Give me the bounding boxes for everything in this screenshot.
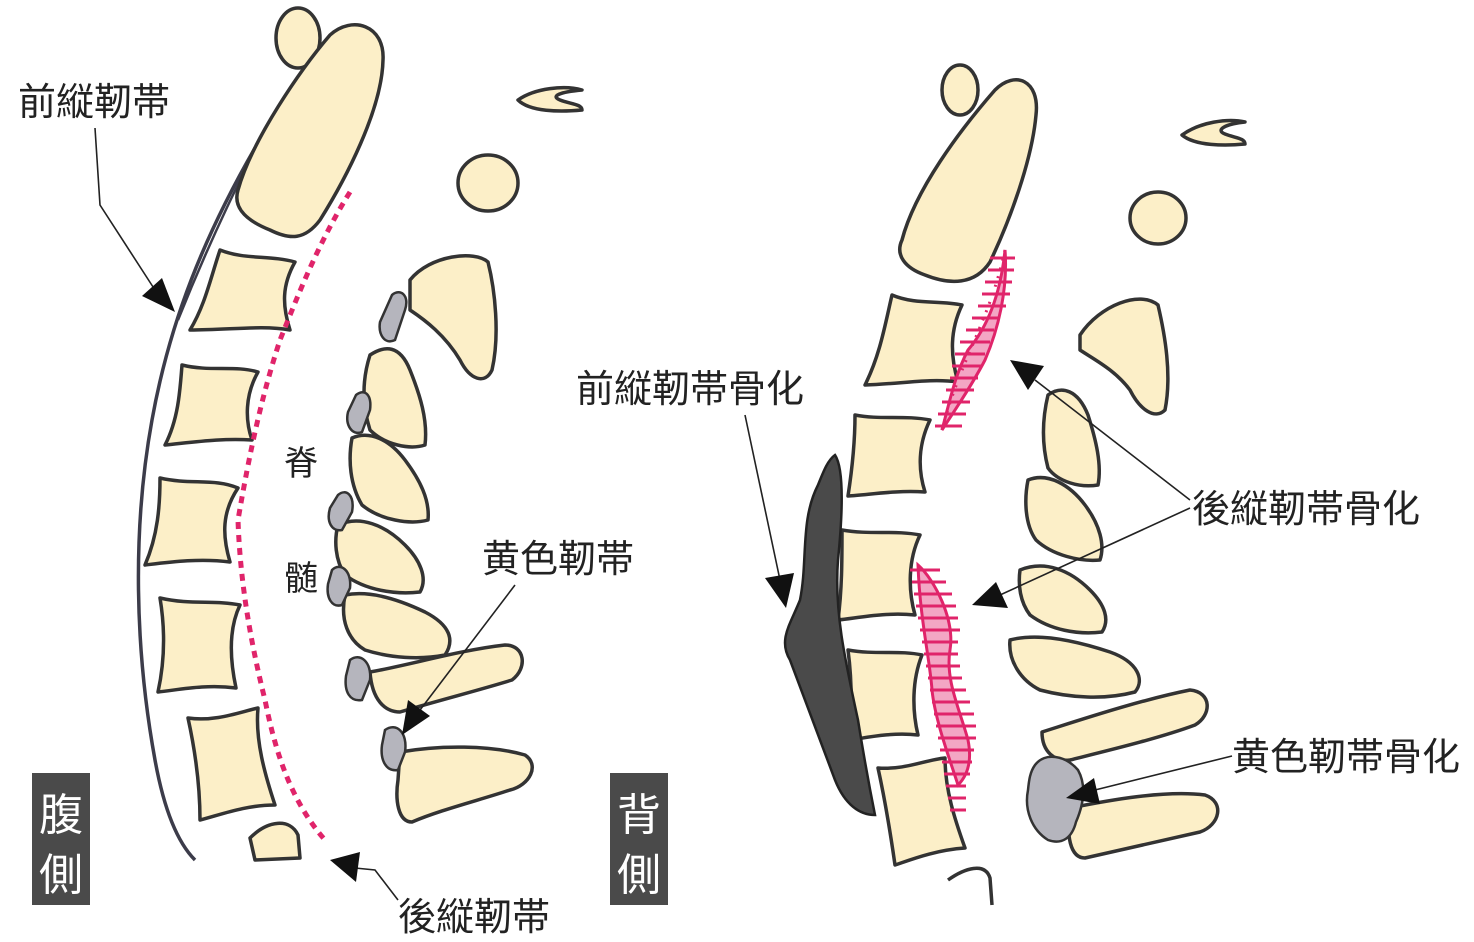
arrow-head-posterior-ossification-upper	[1010, 360, 1044, 390]
label-spinal-cord-2: 髄	[284, 559, 318, 599]
ligamentum-flavum-c6	[346, 657, 371, 700]
vertebral-body-c4-right	[848, 415, 930, 496]
vertebral-body-c5-right	[838, 530, 920, 620]
arrow-anterior-ligament	[95, 128, 155, 290]
label-dorsal-1: 背	[617, 790, 661, 841]
vertebral-body-t1-partial	[250, 823, 300, 860]
posterior-arch-c1	[458, 155, 518, 211]
arrow-head-anterior-ligament	[142, 278, 175, 312]
atlas-anterior-arch-right	[942, 65, 978, 115]
vertebral-body-t1-right-partial	[948, 868, 992, 905]
spinous-process-c2-right	[1080, 299, 1168, 414]
spinous-process-c6-right	[1042, 690, 1207, 760]
posterior-arch-c1-right	[1130, 192, 1186, 244]
label-posterior-ligament-ossification: 後縦靭帯骨化	[1192, 487, 1420, 531]
vertebral-body-c3	[190, 250, 295, 330]
vertebral-body-c4	[165, 365, 258, 445]
arrow-head-posterior-ossification-lower	[972, 582, 1008, 608]
spinous-process-c1-right	[1182, 121, 1245, 146]
label-anterior-longitudinal-ligament: 前縦靭帯	[18, 80, 170, 124]
lamina-c3	[364, 349, 426, 447]
spinous-process-c7-right	[1069, 794, 1218, 858]
arrow-anterior-ossification	[745, 415, 780, 580]
vertebral-body-c6	[158, 598, 240, 692]
vertebral-body-c3-right	[865, 295, 962, 385]
arrow-posterior-ligament	[355, 868, 398, 900]
label-ventral-2: 側	[39, 850, 83, 901]
spinous-process-c2	[410, 256, 496, 379]
label-anterior-ligament-ossification: 前縦靭帯骨化	[576, 367, 804, 411]
right-panel-ossified-spine: 前縦靭帯骨化 後縦靭帯骨化 黄色靭帯骨化 背 側	[576, 65, 1460, 905]
anterior-ligament-ossification	[785, 455, 875, 815]
label-ventral-1: 腹	[39, 790, 83, 841]
ligamentum-flavum-c3	[347, 392, 370, 433]
arrow-head-posterior-ligament	[330, 852, 360, 882]
lamina-c6	[344, 594, 450, 658]
label-spinal-cord-1: 脊	[284, 444, 318, 484]
label-ligamentum-flavum-ossification: 黄色靭帯骨化	[1232, 735, 1460, 779]
label-dorsal-2: 側	[617, 850, 661, 901]
label-ligamentum-flavum: 黄色靭帯	[482, 537, 634, 581]
lamina-c6-right	[1010, 637, 1140, 697]
arrow-head-anterior-ossification	[765, 573, 794, 608]
spinous-process-c7	[397, 747, 532, 822]
spinous-process-c1	[518, 88, 582, 111]
label-posterior-longitudinal-ligament: 後縦靭帯	[398, 895, 550, 939]
arrow-flavum-ossification	[1095, 756, 1232, 790]
lamina-c4-right	[1026, 478, 1102, 561]
left-panel-normal-spine: 前縦靭帯 脊 髄 黄色靭帯 後縦靭帯 腹 側	[18, 8, 634, 939]
vertebral-body-c5	[145, 478, 238, 565]
lamina-c5-right	[1019, 566, 1105, 633]
lamina-c3-right	[1044, 390, 1100, 486]
ligamentum-flavum-c2	[380, 292, 407, 341]
vertebral-body-c7	[188, 708, 275, 820]
